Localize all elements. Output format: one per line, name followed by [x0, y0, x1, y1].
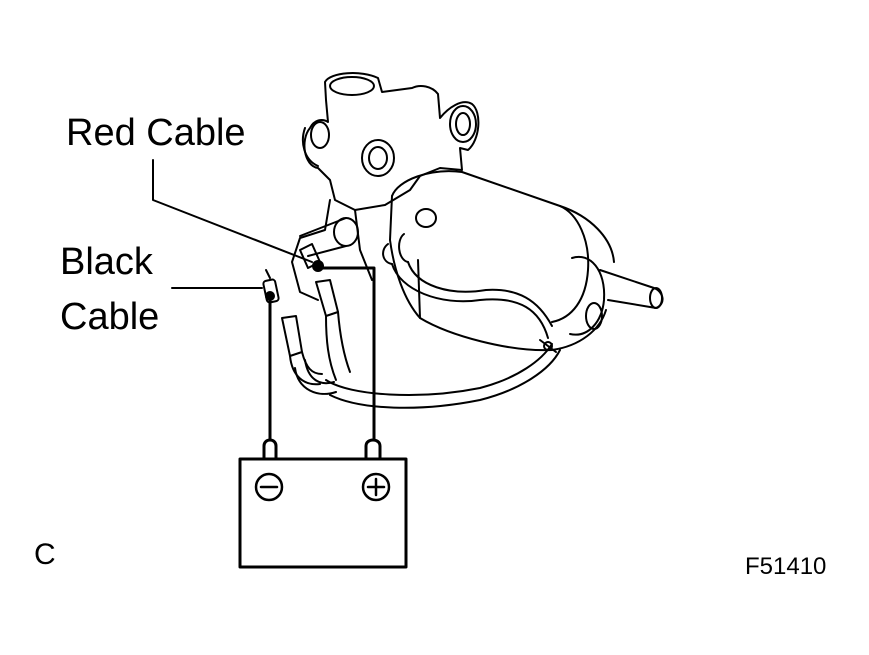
battery-icon: [238, 438, 408, 569]
motor-valve-assembly-icon: [291, 72, 664, 409]
red-cable-label: Red Cable: [66, 112, 246, 154]
positive-test-wire: [316, 266, 376, 442]
figure-code: F51410: [745, 553, 827, 580]
red-cable-terminal-dot: [312, 260, 324, 272]
black-connector-icon: [262, 269, 323, 386]
black-cable-label-line2: Cable: [60, 296, 160, 338]
red-cable-leader-line: [152, 159, 313, 263]
black-cable-label-line1: Black: [60, 241, 153, 283]
black-cable-terminal-dot: [265, 291, 275, 301]
view-letter: C: [34, 538, 56, 571]
red-connector-icon: [299, 243, 351, 381]
